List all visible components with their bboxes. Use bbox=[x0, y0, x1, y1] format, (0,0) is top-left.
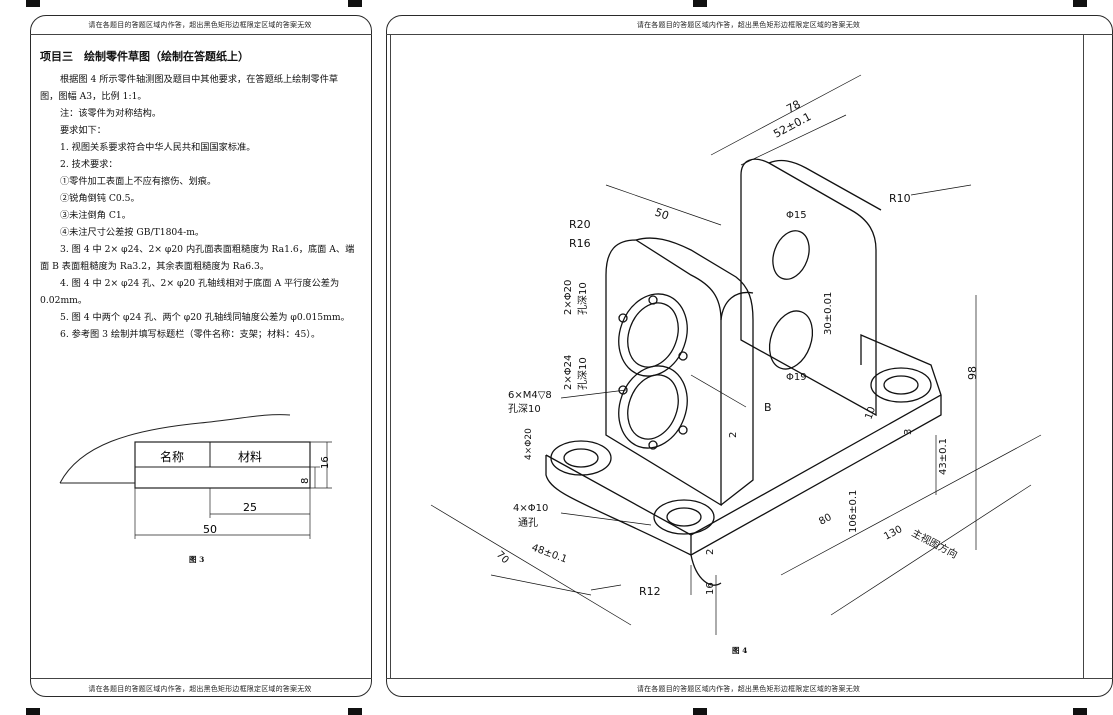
registration-mark bbox=[348, 708, 362, 715]
registration-mark bbox=[26, 0, 40, 7]
text-line: 图，图幅 A3，比例 1:1。 bbox=[40, 91, 147, 102]
top-notice-left: 请在各题目的答题区域内作答，超出黑色矩形边框限定区域的答案无效 bbox=[88, 21, 312, 29]
divider bbox=[386, 34, 1113, 35]
label-r20: R20 bbox=[569, 218, 591, 231]
label-thread: 6×M4▽8 bbox=[508, 390, 552, 401]
divider bbox=[30, 678, 372, 679]
text-line: 1. 视图关系要求符合中华人民共和国国家标准。 bbox=[60, 142, 256, 153]
dim-70: 70 bbox=[494, 549, 511, 566]
left-answer-panel bbox=[30, 15, 372, 697]
dim-16: 16 bbox=[705, 582, 716, 595]
registration-mark bbox=[693, 708, 707, 715]
text-line: ③未注倒角 C1。 bbox=[60, 210, 131, 221]
text-line: 3. 图 4 中 2× φ24、2× φ20 内孔面表面粗糙度为 Ra1.6，底… bbox=[60, 244, 355, 255]
dim-80: 80 bbox=[817, 512, 833, 528]
dim-52: 52±0.1 bbox=[771, 110, 813, 141]
base-plate bbox=[545, 334, 942, 556]
label-thread-depth: 孔深10 bbox=[508, 403, 541, 415]
text-line: 要求如下： bbox=[60, 125, 106, 136]
text-line: ①零件加工表面上不应有擦伤、划痕。 bbox=[60, 176, 217, 187]
figure-3-caption: 图 3 bbox=[189, 555, 205, 564]
text-line: 6. 参考图 3 绘制并填写标题栏（零件名称：支架；材料：45）。 bbox=[60, 329, 321, 340]
text-line: 面 B 表面粗糙度为 Ra3.2，其余表面粗糙度为 Ra6.3。 bbox=[40, 261, 270, 272]
text-line: ④未注尺寸公差按 GB/T1804-m。 bbox=[60, 227, 205, 238]
label-through: 通孔 bbox=[518, 517, 538, 529]
figure-4-caption: 图 4 bbox=[732, 646, 748, 655]
dim-106: 106±0.1 bbox=[848, 490, 859, 533]
base-hole bbox=[870, 367, 932, 403]
base-hole bbox=[653, 499, 715, 535]
main-view-direction: 主视图方向 bbox=[910, 526, 960, 561]
dim-130: 130 bbox=[882, 524, 904, 543]
name-label: 名称 bbox=[160, 449, 184, 464]
label-2xphi20: 2×Φ20 bbox=[563, 280, 574, 315]
label-depth: 孔深10 bbox=[577, 357, 589, 390]
break-line bbox=[59, 414, 291, 484]
label-b: B bbox=[764, 401, 772, 414]
label-depth: 孔深10 bbox=[577, 282, 589, 315]
dim-2: 2 bbox=[728, 432, 739, 438]
frame-line bbox=[1083, 34, 1084, 678]
bottom-notice-right: 请在各题目的答题区域内作答，超出黑色矩形边框限定区域的答案无效 bbox=[636, 685, 861, 693]
registration-mark bbox=[348, 0, 362, 7]
dim-8: 8 bbox=[300, 478, 311, 484]
title-block-figure: 名称 材料 16 8 25 50 bbox=[59, 414, 332, 539]
text-line: 2. 技术要求： bbox=[60, 159, 118, 170]
registration-mark bbox=[693, 0, 707, 7]
dim-3: 3 bbox=[903, 429, 914, 435]
hole-phi19 bbox=[768, 310, 814, 370]
dim-78: 78 bbox=[784, 98, 802, 116]
isometric-drawing: 78 52±0.1 50 R20 R16 R10 Φ15 Φ19 30±0.01… bbox=[430, 74, 1042, 635]
label-r12: R12 bbox=[639, 585, 661, 598]
label-r10: R10 bbox=[889, 192, 911, 205]
label-r16: R16 bbox=[569, 237, 591, 250]
frame-line bbox=[390, 34, 391, 678]
hole-phi15 bbox=[772, 230, 810, 280]
rear-upright bbox=[740, 158, 877, 417]
question-title: 项目三 绘制零件草图（绘制在答题纸上） bbox=[40, 50, 249, 63]
material-label: 材料 bbox=[238, 450, 262, 464]
hole-phi20 bbox=[618, 293, 688, 377]
label-4xphi10: 4×Φ10 bbox=[513, 503, 548, 514]
label-phi15: Φ15 bbox=[786, 210, 807, 221]
top-notice-right: 请在各题目的答题区域内作答，超出黑色矩形边框限定区域的答案无效 bbox=[636, 21, 861, 29]
title-block bbox=[134, 441, 311, 489]
registration-mark bbox=[26, 708, 40, 715]
dim-50: 50 bbox=[203, 523, 217, 536]
text-line: 注：该零件为对称结构。 bbox=[60, 108, 162, 119]
label-phi19: Φ19 bbox=[786, 372, 807, 383]
dim-43: 43±0.1 bbox=[938, 438, 949, 475]
dim-50: 50 bbox=[653, 206, 671, 223]
dim-2b: 2 bbox=[705, 549, 716, 555]
front-upright bbox=[605, 239, 722, 507]
registration-mark bbox=[1073, 0, 1087, 7]
dim-98: 98 bbox=[966, 366, 979, 380]
text-line: ②锐角倒钝 C0.5。 bbox=[60, 193, 140, 204]
text-line: 5. 图 4 中两个 φ24 孔、两个 φ20 孔轴线同轴度公差为 φ0.015… bbox=[60, 312, 350, 323]
bottom-notice-left: 请在各题目的答题区域内作答，超出黑色矩形边框限定区域的答案无效 bbox=[88, 685, 312, 693]
text-line: 0.02mm。 bbox=[40, 295, 88, 306]
base-hole bbox=[550, 440, 612, 476]
text-line: 根据图 4 所示零件轴测图及题目中其他要求，在答题纸上绘制零件草 bbox=[60, 74, 339, 85]
dim-10: 10 bbox=[863, 405, 878, 421]
divider bbox=[30, 34, 372, 35]
label-4xphi20: 4×Φ20 bbox=[524, 428, 534, 460]
registration-mark bbox=[1073, 708, 1087, 715]
hole-phi24 bbox=[618, 365, 688, 449]
dim-16: 16 bbox=[320, 456, 331, 469]
label-2xphi24: 2×Φ24 bbox=[563, 355, 574, 390]
dim-48: 48±0.1 bbox=[530, 542, 569, 565]
dim-25: 25 bbox=[243, 501, 257, 514]
divider bbox=[386, 678, 1113, 679]
question-text: 项目三 绘制零件草图（绘制在答题纸上） 根据图 4 所示零件轴测图及题目中其他要… bbox=[40, 48, 370, 343]
text-line: 4. 图 4 中 2× φ24 孔、2× φ20 孔轴线相对于底面 A 平行度公… bbox=[60, 278, 340, 289]
dim-30: 30±0.01 bbox=[823, 292, 834, 335]
